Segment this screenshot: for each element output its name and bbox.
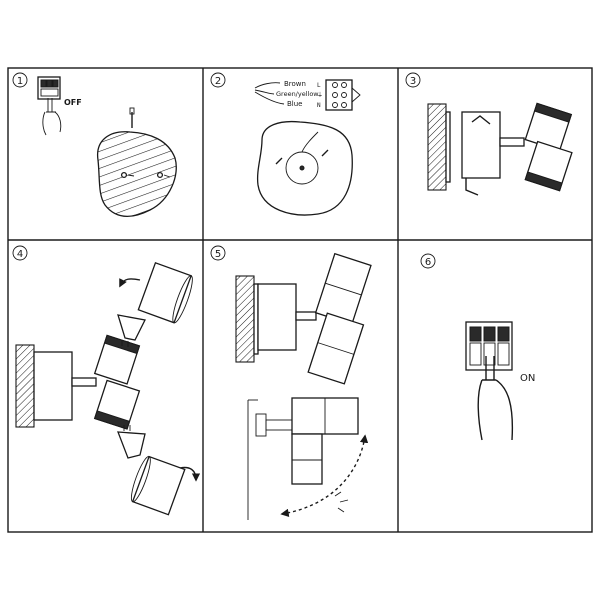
rotate-arrow-upper: [119, 278, 141, 288]
lamp-arm: [295, 311, 317, 321]
wire-label-green-yellow: Green/yellow: [276, 90, 319, 98]
panel-grid: [7, 67, 593, 533]
bulb-lower-icon: [117, 425, 146, 459]
lamp-head-lower: [524, 140, 573, 192]
base-plate: [256, 120, 353, 216]
lamp-body: [445, 111, 525, 183]
wire-label-brown: Brown: [284, 80, 306, 88]
wall: [427, 103, 447, 191]
lamp-body: [257, 283, 297, 351]
cover-upper: [137, 261, 193, 324]
lamp-head-lower: [307, 312, 365, 385]
lamp-arm: [71, 377, 97, 387]
lamp-head-upper: [93, 334, 141, 385]
panel-3: 3: [405, 72, 573, 196]
step-number-1: 1: [12, 72, 28, 88]
terminal-block: [325, 79, 361, 111]
rotate-arrow-lower: [179, 466, 201, 482]
step-number-3: 3: [405, 72, 421, 88]
lamp-head-upper: [524, 102, 573, 152]
lamp-body: [33, 351, 73, 421]
wall: [15, 344, 35, 428]
step-number-2: 2: [210, 72, 226, 88]
hand-icon: [42, 98, 62, 136]
switch-state-off-label: OFF: [64, 98, 82, 107]
svg-text:4: 4: [17, 249, 23, 260]
panel-2: 2 Brown Green/yellow Blue L ⏚ N: [210, 72, 361, 216]
mounting-plate: [97, 131, 177, 217]
step-number-6: 6: [420, 253, 436, 269]
panel-6: 6 ON: [420, 253, 535, 441]
terminal-label-n: N: [317, 102, 321, 109]
svg-text:1: 1: [17, 76, 23, 87]
switch-block: [37, 76, 61, 100]
panel-1: 1 OFF: [12, 72, 177, 217]
cover-lower: [130, 455, 186, 516]
step-number-4: 4: [12, 245, 28, 261]
wires: [254, 82, 285, 105]
svg-text:5: 5: [215, 249, 221, 260]
light-rays-icon: [334, 491, 349, 513]
switch-state-on-label: ON: [520, 373, 535, 384]
panel-4: 4: [12, 245, 201, 516]
hand-icon: [477, 356, 514, 441]
terminal-label-earth: ⏚: [317, 92, 323, 99]
switch-block: [465, 321, 513, 371]
lamp-head-lower: [93, 379, 141, 430]
svg-text:6: 6: [425, 257, 431, 268]
screwdriver-icon: [129, 107, 135, 128]
wire-label-blue: Blue: [287, 100, 303, 108]
lamp-head-upper: [314, 252, 372, 326]
wall: [235, 275, 255, 363]
svg-text:2: 2: [215, 76, 221, 87]
terminal-label-l: L: [317, 82, 321, 89]
panel-5: 5: [210, 245, 372, 520]
svg-text:3: 3: [410, 76, 416, 87]
bulb-upper-icon: [117, 314, 146, 347]
rotation-range-arc: [280, 434, 369, 518]
step-number-5: 5: [210, 245, 226, 261]
allen-key-icon: [465, 178, 479, 196]
